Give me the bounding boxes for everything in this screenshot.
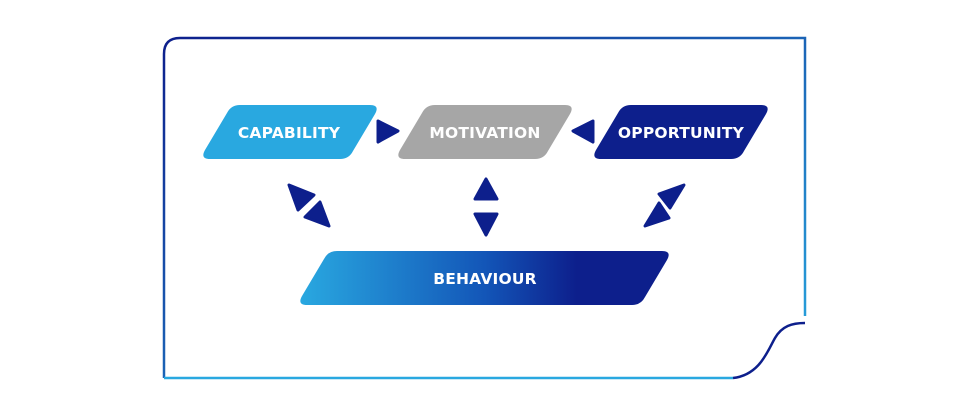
arrow-center-down	[473, 212, 499, 237]
arrow-center-up	[473, 177, 499, 201]
capability-label: CAPABILITY	[238, 124, 341, 142]
arrows	[287, 119, 686, 237]
frame-top-left	[162, 36, 807, 378]
arrow-opportunity-to-motivation	[571, 119, 595, 144]
motivation-label: MOTIVATION	[429, 124, 540, 142]
frame-corner-curve	[732, 321, 806, 380]
outer-frame	[162, 36, 807, 380]
behaviour-label: BEHAVIOUR	[433, 270, 537, 288]
arrow-right-diag-down	[643, 201, 671, 228]
behaviour-node: BEHAVIOUR	[300, 251, 669, 305]
behaviour-shape	[300, 251, 669, 305]
motivation-node: MOTIVATION	[398, 105, 572, 159]
opportunity-shape	[594, 105, 768, 159]
opportunity-node: OPPORTUNITY	[594, 105, 768, 159]
arrow-capability-to-motivation	[376, 119, 400, 144]
motivation-shape	[398, 105, 572, 159]
opportunity-label: OPPORTUNITY	[618, 124, 745, 142]
capability-shape	[203, 105, 377, 159]
arrow-left-diag-down	[303, 200, 331, 228]
capability-node: CAPABILITY	[203, 105, 377, 159]
arrow-right-diag-up	[657, 183, 686, 210]
arrow-left-diag-up	[287, 183, 316, 212]
